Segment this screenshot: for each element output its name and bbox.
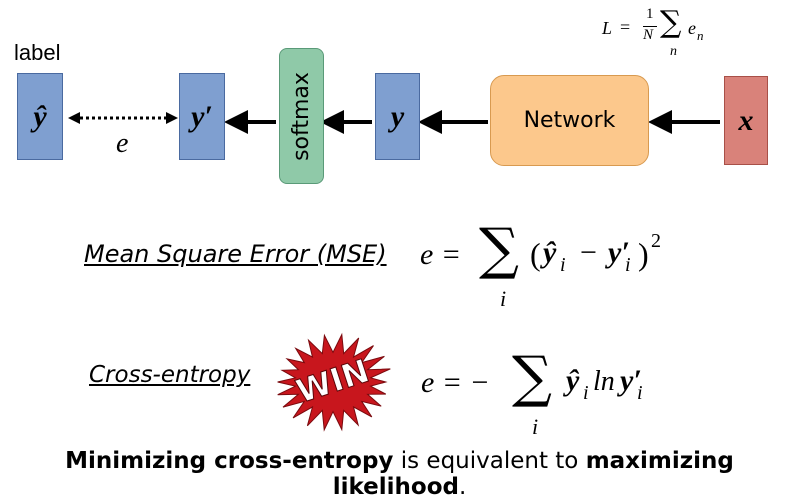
mse-sum-sub: i [500,286,507,311]
footer-part4: . [458,474,467,500]
mse-sigma-icon: ∑ [479,217,519,282]
footer-part1: Minimizing cross-entropy [65,448,394,474]
y-prime-symbol: y′ [191,99,213,133]
y-hat-box: ŷ [17,73,63,160]
loss-frac-den: N [643,27,654,43]
ce-ln: ln [593,366,615,397]
ce-sigma-icon: ∑ [512,345,552,410]
network-box: Network [490,75,649,166]
mse-paren-open: ( [530,236,541,272]
loss-L: L [602,18,613,38]
mse-sup: 2 [651,230,661,252]
loss-sum-sub: n [670,44,677,59]
mse-label: Mean Square Error (MSE) [84,240,387,268]
softmax-label: softmax [289,71,314,161]
x-symbol: x [738,103,754,137]
e-label: e [116,128,129,159]
footer-part3: maximizing likelihood [332,448,734,500]
softmax-box: softmax [279,48,324,184]
y-prime-box: y′ [179,73,225,160]
ce-yhat-sub: i [583,382,589,404]
x-box: x [724,76,768,165]
loss-eq: = [620,17,631,37]
y-box: y [375,73,420,160]
loss-e: e [688,18,696,38]
mse-yprime-sub: i [625,254,631,276]
mse-lhs: e = [420,238,462,271]
footer-statement: Minimizing cross-entropy is equivalent t… [0,448,799,500]
loss-frac-num: 1 [646,6,654,22]
loss-sigma-icon: ∑ [660,5,682,40]
win-badge: WIN [277,332,391,432]
mse-minus: − [580,236,597,269]
y-hat-symbol: ŷ [33,99,47,133]
loss-e-sub: n [697,28,704,43]
ce-yhat: ŷ [566,364,580,397]
ce-yprime-sub: i [637,382,643,404]
loss-frac-bar [643,26,657,27]
label-text: label [14,40,61,65]
mse-yhat-sub: i [560,254,566,276]
ce-label: Cross-entropy [89,362,251,388]
mse-yprime: y′ [608,236,630,269]
ce-sum-sub: i [532,414,539,439]
y-symbol: y [390,99,405,133]
ce-lhs: e = − [421,366,490,399]
mse-yhat: ŷ [543,236,557,269]
mse-paren-close: ) [638,236,649,272]
footer-part2: is equivalent to [393,448,586,474]
ce-yprime: y′ [620,364,642,397]
dotted-double-arrow [68,112,178,124]
network-label: Network [523,108,616,133]
